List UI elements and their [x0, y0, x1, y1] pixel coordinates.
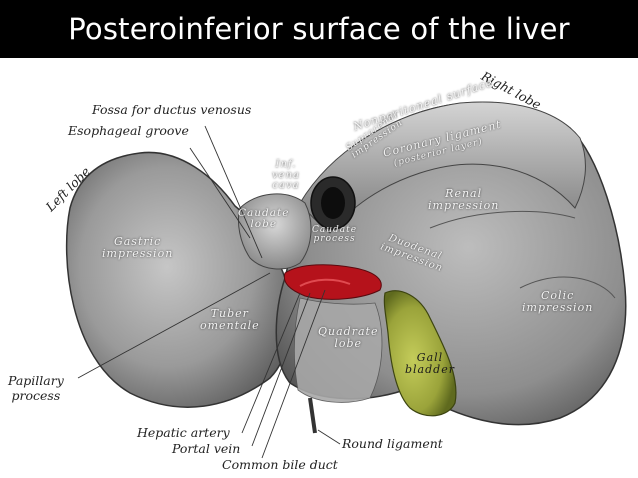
label-caudate-lobe: Caudate lobe: [238, 207, 290, 231]
label-fossa-ductus-venosus: Fossa for ductus venosus: [92, 102, 252, 117]
label-round-ligament: Round ligament: [342, 436, 443, 451]
label-quadrate-lobe: Quadrate lobe: [318, 325, 379, 350]
round-ligament-shape: [308, 397, 317, 434]
label-tuber-omentale: Tuber omentale: [200, 307, 260, 332]
page-title: Posteroinferior surface of the liver: [68, 12, 570, 46]
caudate-lobe-shape: [237, 193, 312, 270]
label-hepatic-artery: Hepatic artery: [137, 425, 230, 440]
label-portal-vein: Portal vein: [172, 441, 241, 456]
liver-drawing: [65, 101, 627, 459]
label-common-bile-duct: Common bile duct: [222, 457, 338, 472]
label-esophageal-groove: Esophageal groove: [68, 123, 189, 138]
gall-bladder-shape: [383, 290, 457, 417]
leader-lines: [77, 125, 341, 459]
title-bar: Posteroinferior surface of the liver: [0, 0, 638, 58]
label-gastric-impression: Gastric impression: [102, 235, 174, 260]
quadrate-lobe-shape: [293, 297, 383, 403]
label-inf-vena-cava: Inf. vena cava: [272, 159, 300, 191]
vena-cava-lumen: [321, 187, 345, 219]
label-caudate-process: Caudate process: [312, 225, 358, 245]
label-gall-bladder: Gall bladder: [405, 351, 455, 376]
label-colic-impression: Colic impression: [522, 289, 594, 314]
label-renal-impression: Renal impression: [428, 187, 500, 212]
left-lobe-shape: [65, 151, 291, 408]
liver-illustration: [0, 58, 638, 478]
porta-hepatis-vessels: [283, 264, 382, 300]
label-papillary-process: Papillary process: [8, 373, 64, 403]
